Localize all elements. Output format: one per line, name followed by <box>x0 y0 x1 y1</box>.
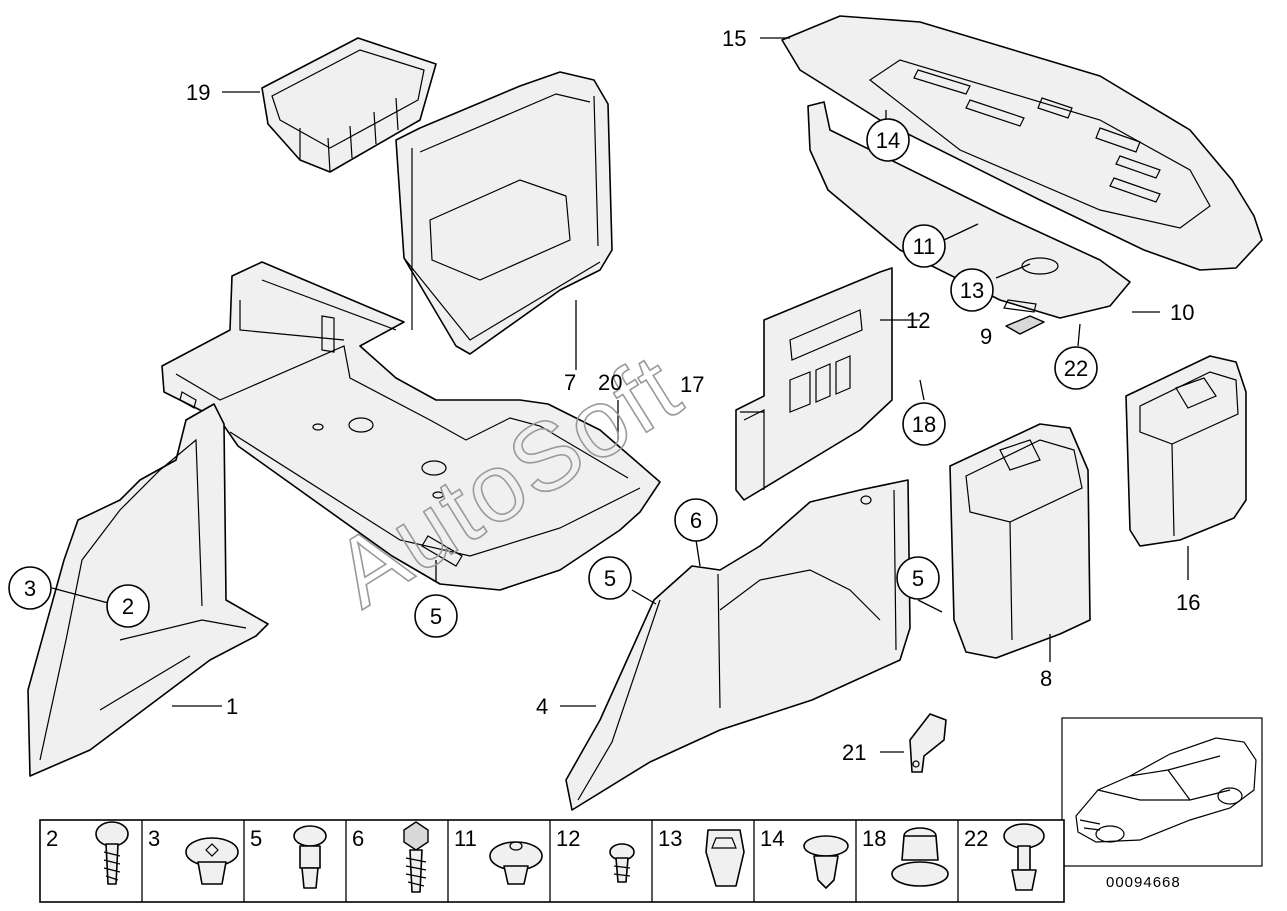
callout-8: 8 <box>1040 666 1052 691</box>
fastener-label-14: 14 <box>760 826 784 851</box>
fastener-label-2: 2 <box>46 826 58 851</box>
callout-18: 18 <box>912 412 936 437</box>
fastener-table-labels: 2 3 5 6 11 12 13 14 18 22 <box>46 826 988 851</box>
fastener-22-clip-drawing <box>1003 823 1045 891</box>
callout-10: 10 <box>1170 300 1194 325</box>
callout-1: 1 <box>226 694 238 719</box>
fastener-12-screw-drawing <box>609 843 635 883</box>
part-16-storage-box <box>1125 355 1247 547</box>
callout-19: 19 <box>186 80 210 105</box>
fastener-label-6: 6 <box>352 826 364 851</box>
fastener-6-screw-drawing <box>403 821 429 893</box>
callout-6: 6 <box>690 508 702 533</box>
callout-22: 22 <box>1064 356 1088 381</box>
circled-callouts: 3 2 5 5 6 5 14 11 13 22 18 <box>8 118 1098 638</box>
callout-3: 3 <box>24 576 36 601</box>
fastener-label-12: 12 <box>556 826 580 851</box>
part-20-floor-tray <box>161 261 661 591</box>
fastener-5-clip-drawing <box>293 825 327 889</box>
callout-9: 9 <box>980 324 992 349</box>
callout-13: 13 <box>960 278 984 303</box>
callout-5-box: 5 <box>912 566 924 591</box>
callout-14: 14 <box>876 128 900 153</box>
callout-17: 17 <box>680 372 704 397</box>
callout-16: 16 <box>1176 590 1200 615</box>
fastener-18-grommet-drawing <box>891 827 949 887</box>
fastener-14-clip-drawing <box>803 835 849 889</box>
fastener-2-screw-drawing <box>95 821 129 885</box>
part-8-storage-box <box>949 423 1091 659</box>
fastener-label-13: 13 <box>658 826 682 851</box>
fastener-label-22: 22 <box>964 826 988 851</box>
reference-code: 00094668 <box>1106 874 1181 891</box>
callout-20: 20 <box>598 370 622 395</box>
part-21-bracket <box>909 713 947 773</box>
part-9-clip <box>1005 315 1045 335</box>
callout-5-side: 5 <box>604 566 616 591</box>
vehicle-locator-thumbnail <box>1061 717 1263 867</box>
callout-12: 12 <box>906 308 930 333</box>
part-19-storage-tray <box>261 37 437 173</box>
part-15-upper-trim <box>781 15 1263 271</box>
plain-callouts: 19 15 1 4 7 20 17 8 16 10 9 21 12 <box>186 26 1200 765</box>
callout-15: 15 <box>722 26 746 51</box>
fastener-label-11: 11 <box>454 826 477 851</box>
leader-lines <box>51 37 1189 753</box>
fastener-label-18: 18 <box>862 826 886 851</box>
callout-21: 21 <box>842 740 866 765</box>
fastener-3-plug-drawing <box>185 837 239 885</box>
callout-7: 7 <box>564 370 576 395</box>
part-10-rear-trim-strip <box>807 101 1131 319</box>
part-1-left-side-trim <box>27 403 269 777</box>
callout-11: 11 <box>913 234 936 259</box>
callout-2: 2 <box>122 594 134 619</box>
part-17-panel <box>735 267 893 501</box>
callout-5-floor: 5 <box>430 604 442 629</box>
fastener-13-nut-drawing <box>705 829 745 887</box>
fastener-label-5: 5 <box>250 826 262 851</box>
fastener-11-rivet-drawing <box>489 841 543 885</box>
part-4-right-side-trim <box>565 479 911 811</box>
callout-4: 4 <box>536 694 548 719</box>
part-7-frame <box>395 71 613 355</box>
fastener-label-3: 3 <box>148 826 160 851</box>
